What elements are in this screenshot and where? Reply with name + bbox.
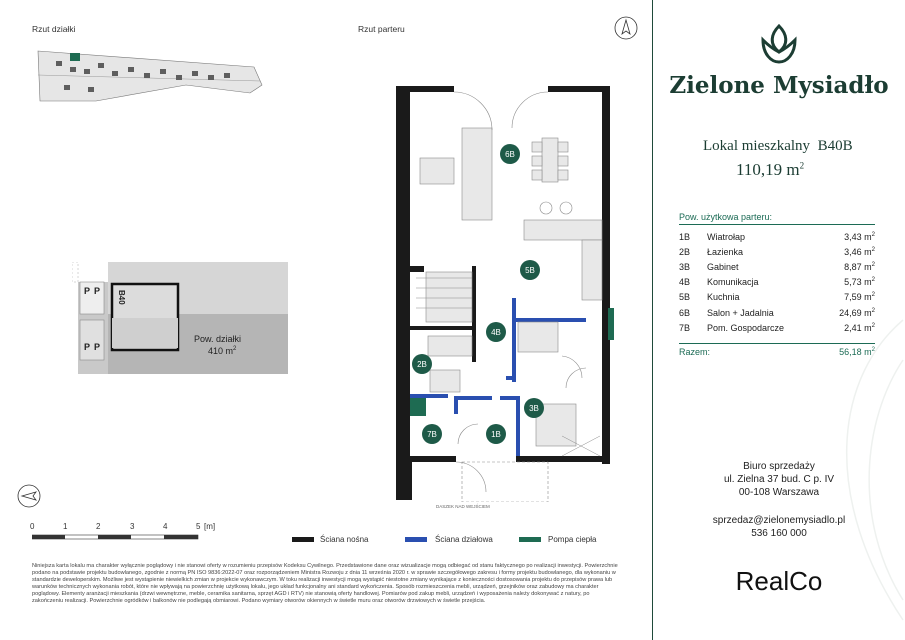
- room-tag: 7B: [422, 424, 442, 444]
- leaf-decoration-icon: [845, 319, 904, 621]
- legend-swatch-pump: [519, 537, 541, 542]
- scale-tick-label: 1: [63, 522, 68, 531]
- legend-swatch-party: [405, 537, 427, 542]
- scale-tick-label: 0: [30, 522, 35, 531]
- phone-link[interactable]: 536 160 000: [751, 528, 807, 539]
- ground-floor-plan: 6B 5B 4B 2B 3B 7B 1B DASZEK NAD WEJŚCIEM: [396, 86, 614, 509]
- developer-logo: RealCo: [735, 566, 823, 596]
- scale-unit: [m]: [204, 522, 216, 531]
- plot-area-label: Pow. działki: [194, 334, 242, 344]
- legend-bearing-label: Ściana nośna: [320, 535, 369, 544]
- floor-plan-heading: Rzut parteru: [358, 24, 405, 34]
- office-title: Biuro sprzedaży: [743, 461, 815, 472]
- info-panel: Zielone Mysiadło Lokal mieszkalny B40B 1…: [653, 0, 905, 640]
- total-row: Razem: 56,18 m2: [679, 347, 875, 357]
- scale-tick-label: 3: [130, 522, 135, 531]
- unit-title: Lokal mieszkalny B40B: [703, 138, 853, 154]
- total-rule: [679, 343, 875, 344]
- plot-area-value: 410 m2: [208, 346, 237, 356]
- area-rule: [679, 224, 875, 225]
- room-tag: 1B: [486, 424, 506, 444]
- scale-tick-label: 4: [163, 522, 168, 531]
- unit-area: 110,19 m2: [736, 160, 805, 179]
- parking-label: P: [84, 342, 91, 352]
- site-strip-map: [37, 50, 263, 102]
- room-tag: 5B: [520, 260, 540, 280]
- parking-label: P: [94, 342, 101, 352]
- sales-office: Biuro sprzedaży ul. Zielna 37 bud. C p. …: [653, 460, 905, 499]
- contact: sprzedaz@zielonemysiadlo.pl 536 160 000: [653, 514, 905, 540]
- parking-label: P: [94, 286, 101, 296]
- email-link[interactable]: sprzedaz@zielonemysiadlo.pl: [712, 515, 846, 526]
- site-plan-heading: Rzut działki: [32, 24, 76, 34]
- scale-bar: 0 1 2 3 4 5 [m]: [30, 522, 216, 542]
- room-tag: 2B: [412, 354, 432, 374]
- site-plot-plan: P P P P B40 Pow. działki 410 m2: [72, 262, 290, 374]
- office-address: ul. Zielna 37 bud. C p. IV: [723, 474, 835, 485]
- north-arrow-icon: [614, 16, 638, 40]
- scale-tick-label: 2: [96, 522, 101, 531]
- legend-swatch-bearing: [292, 537, 314, 542]
- orientation-compass-icon: [17, 484, 41, 508]
- disclaimer-text: Niniejsza karta lokalu ma charakter wyłą…: [32, 563, 618, 604]
- room-tag: 6B: [500, 144, 520, 164]
- canopy-note: DASZEK NAD WEJŚCIEM: [436, 504, 490, 509]
- room-tag: 4B: [486, 322, 506, 342]
- office-city: 00-108 Warszawa: [738, 487, 820, 498]
- room-tag: 3B: [524, 398, 544, 418]
- scale-tick-label: 5: [196, 522, 201, 531]
- building-code-label: B40: [117, 290, 126, 305]
- legend-party-label: Ściana działowa: [435, 535, 493, 544]
- brand-name: Zielone Mysiadło: [669, 72, 889, 99]
- brand-logo-icon: [761, 23, 797, 64]
- legend-pump-label: Pompa ciepła: [548, 535, 597, 544]
- area-heading: Pow. użytkowa parteru:: [679, 212, 773, 222]
- panel-divider: [652, 0, 653, 640]
- parking-label: P: [84, 286, 91, 296]
